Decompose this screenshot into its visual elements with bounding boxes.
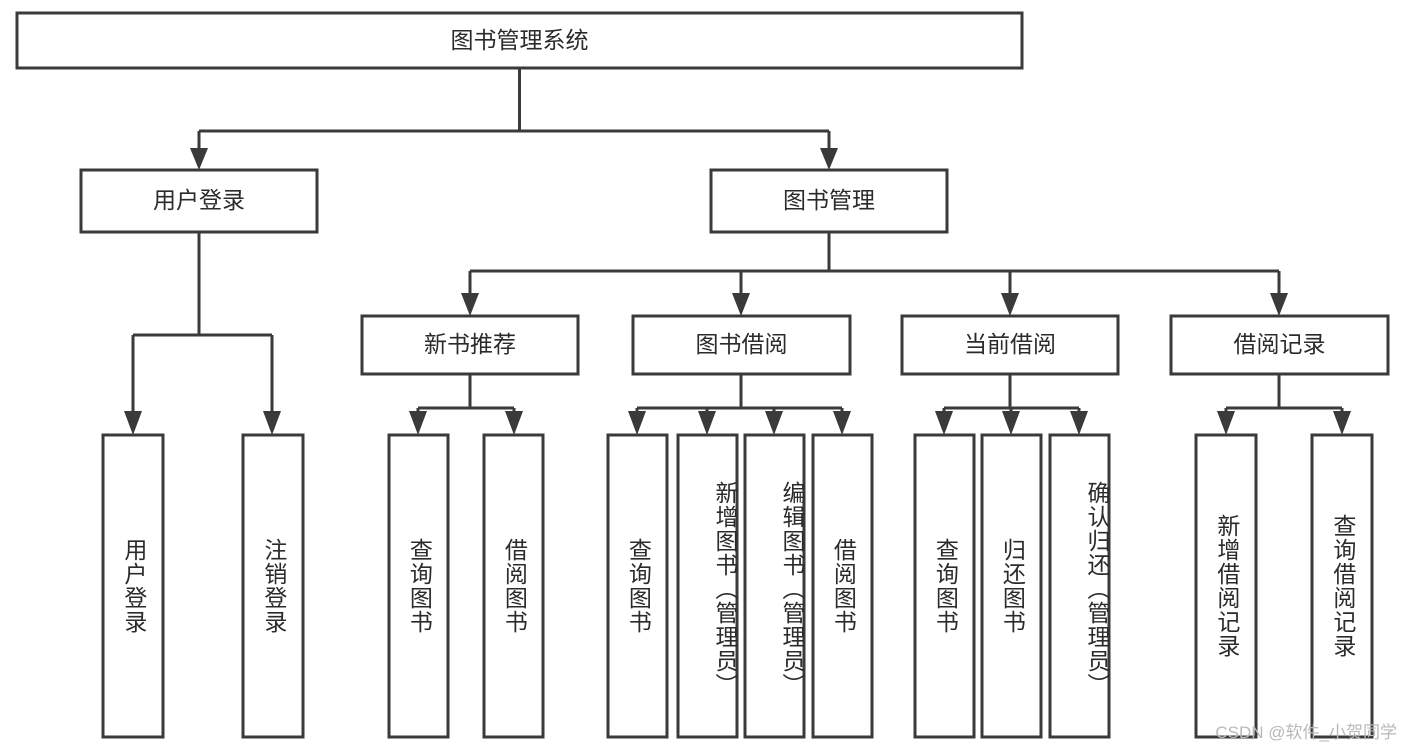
node-leaf-borrow-book-rect[interactable] bbox=[811, 433, 874, 739]
arrowhead-root-to-book-manage bbox=[820, 148, 838, 170]
node-new-book-recommend-label: 新书推荐 bbox=[424, 331, 516, 357]
connector-group-borrow-record bbox=[1217, 374, 1351, 435]
node-leaf-add-borrow-record-rect[interactable] bbox=[1194, 433, 1258, 739]
node-leaf-query-borrow-record-rect[interactable] bbox=[1310, 433, 1374, 739]
node-book-manage-rect[interactable] bbox=[709, 168, 949, 234]
arrowhead-to-book-borrow bbox=[732, 293, 750, 316]
arrowhead-nbr-leaf-1 bbox=[409, 411, 427, 435]
connector-group-user-login bbox=[124, 232, 281, 435]
node-leaf-query-book-borrow-rect[interactable] bbox=[606, 433, 669, 739]
node-user-login[interactable]: 用户登录 bbox=[79, 168, 319, 234]
arrowhead-to-new-book-recommend bbox=[461, 293, 479, 316]
arrowhead-br-leaf-2 bbox=[1333, 411, 1351, 435]
node-leaf-borrow-book-rec-rect[interactable] bbox=[482, 433, 545, 739]
node-book-manage[interactable]: 图书管理 bbox=[709, 168, 949, 234]
arrowhead-user-login-leaf-1 bbox=[124, 411, 142, 435]
arrowhead-cb-leaf-1 bbox=[935, 411, 953, 435]
node-root-rect[interactable] bbox=[15, 11, 1024, 70]
arrowhead-root-to-user-login bbox=[190, 148, 208, 170]
node-new-book-recommend-rect[interactable] bbox=[360, 314, 580, 376]
node-borrow-record[interactable]: 借阅记录 bbox=[1169, 314, 1390, 376]
connector-group-current-borrow bbox=[935, 374, 1088, 435]
node-leaf-user-logout-rect[interactable] bbox=[241, 433, 305, 739]
arrowhead-cb-leaf-2 bbox=[1002, 411, 1020, 435]
arrowhead-bb-leaf-3 bbox=[765, 411, 783, 435]
node-book-borrow[interactable]: 图书借阅 bbox=[631, 314, 852, 376]
node-book-manage-label: 图书管理 bbox=[783, 187, 875, 213]
node-leaf-user-login-rect[interactable] bbox=[101, 433, 165, 739]
node-book-borrow-label: 图书借阅 bbox=[696, 331, 788, 357]
arrowhead-br-leaf-1 bbox=[1217, 411, 1235, 435]
connector-group-root bbox=[190, 68, 838, 170]
node-current-borrow[interactable]: 当前借阅 bbox=[900, 314, 1120, 376]
connector-group-book-manage bbox=[461, 232, 1288, 316]
arrowhead-user-login-leaf-2 bbox=[263, 411, 281, 435]
arrowhead-cb-leaf-3 bbox=[1070, 411, 1088, 435]
node-leaf-return-book-rect[interactable] bbox=[980, 433, 1043, 739]
node-current-borrow-rect[interactable] bbox=[900, 314, 1120, 376]
node-new-book-recommend[interactable]: 新书推荐 bbox=[360, 314, 580, 376]
node-user-login-rect[interactable] bbox=[79, 168, 319, 234]
node-root[interactable]: 图书管理系统 bbox=[15, 11, 1024, 70]
node-borrow-record-rect[interactable] bbox=[1169, 314, 1390, 376]
arrowhead-bb-leaf-4 bbox=[833, 411, 851, 435]
csdn-watermark: CSDN @软件_小贺同学 bbox=[1215, 723, 1397, 742]
node-borrow-record-label: 借阅记录 bbox=[1234, 331, 1326, 357]
node-current-borrow-label: 当前借阅 bbox=[964, 331, 1056, 357]
arrowhead-bb-leaf-2 bbox=[698, 411, 716, 435]
connector-group-book-borrow bbox=[628, 374, 851, 435]
node-root-label: 图书管理系统 bbox=[451, 27, 589, 53]
node-leaf-add-book-admin-rect[interactable] bbox=[676, 433, 739, 739]
arrowhead-to-current-borrow bbox=[1001, 293, 1019, 316]
connector-group-new-book-recommend bbox=[409, 374, 523, 435]
arrowhead-nbr-leaf-2 bbox=[505, 411, 523, 435]
arrowhead-to-borrow-record bbox=[1270, 293, 1288, 316]
node-leaf-query-book-current-rect[interactable] bbox=[913, 433, 976, 739]
node-leaf-confirm-return-admin-rect[interactable] bbox=[1048, 433, 1111, 739]
node-user-login-label: 用户登录 bbox=[153, 187, 245, 213]
node-leaf-edit-book-admin-rect[interactable] bbox=[743, 433, 806, 739]
node-book-borrow-rect[interactable] bbox=[631, 314, 852, 376]
node-leaf-query-book-rec-rect[interactable] bbox=[387, 433, 450, 739]
arrowhead-bb-leaf-1 bbox=[628, 411, 646, 435]
